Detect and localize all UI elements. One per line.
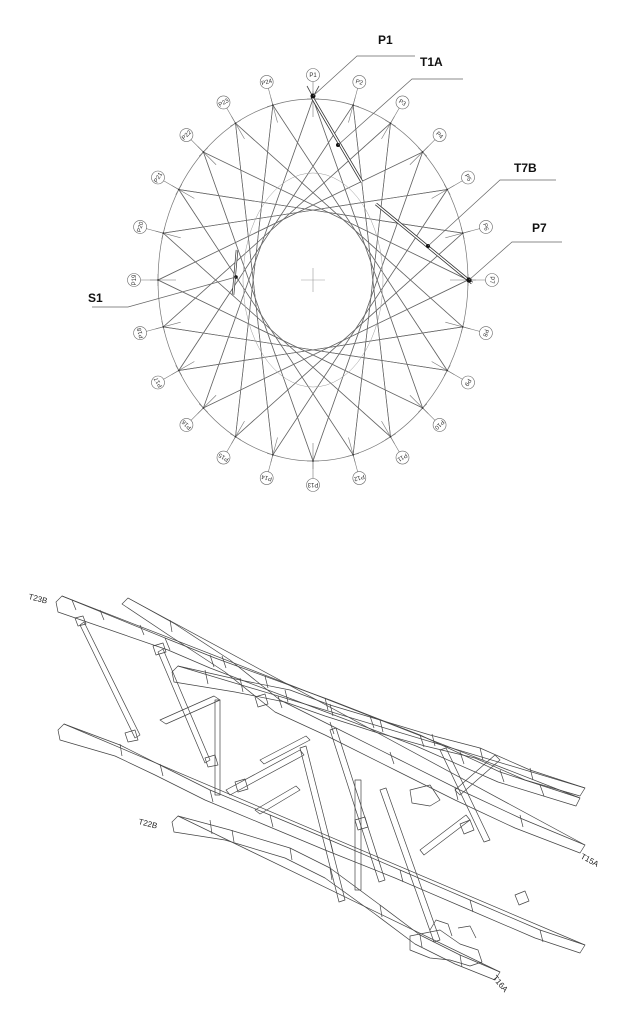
node-label-p1: P1 — [306, 68, 320, 82]
node-label-p14: P14 — [259, 471, 274, 485]
plan-view-diagram: P1P2P3P4P5P6P7P8P9P10P11P12P13P14P15P16P… — [88, 33, 562, 492]
svg-text:P1: P1 — [309, 73, 317, 79]
node-label-p2: P2 — [352, 75, 367, 89]
svg-text:P19: P19 — [132, 274, 138, 285]
node-t16a — [409, 919, 483, 967]
chord-top-t23b — [55, 595, 581, 807]
center-mark — [301, 268, 325, 292]
node-label-p19: P19 — [127, 273, 141, 287]
truss-members — [55, 595, 586, 981]
label-t15a: T15A — [579, 852, 601, 869]
node-label-p16: P16 — [179, 418, 194, 432]
inner-ellipse — [242, 172, 384, 388]
node-label-p11: P11 — [395, 450, 410, 465]
svg-text:P21: P21 — [154, 171, 165, 184]
chord-bottom-t22b — [171, 815, 501, 981]
svg-text:P17: P17 — [153, 375, 164, 388]
svg-text:T7B: T7B — [514, 161, 537, 175]
label-t22b: T22B — [138, 817, 159, 830]
callout-t1a: T1A — [337, 55, 463, 146]
node-label-p24: P24 — [259, 75, 274, 89]
callout-s1: S1 — [88, 276, 237, 308]
node-label-p7: P7 — [485, 273, 499, 287]
svg-text:P14: P14 — [260, 473, 273, 482]
web-members — [79, 621, 501, 943]
connector-blocks — [74, 615, 530, 906]
svg-text:P7: P7 — [532, 221, 547, 235]
svg-text:P11: P11 — [395, 452, 407, 463]
svg-text:P13: P13 — [307, 481, 318, 487]
svg-text:P2: P2 — [355, 79, 364, 87]
node-label-p15: P15 — [216, 450, 231, 465]
node-label-p4: P4 — [432, 128, 447, 142]
node-label-p9: P9 — [461, 375, 475, 390]
node-label-p3: P3 — [395, 95, 410, 110]
svg-text:P6: P6 — [481, 223, 489, 232]
node-label-p5: P5 — [461, 170, 475, 185]
node-label-p22: P22 — [179, 128, 193, 142]
highlighted-members — [231, 85, 473, 296]
svg-text:P20: P20 — [137, 221, 146, 234]
node-label-p23: P23 — [216, 95, 231, 110]
chord-cross-upper — [121, 597, 586, 854]
svg-text:P4: P4 — [434, 131, 444, 141]
callout-p1: P1 — [312, 33, 415, 97]
svg-text:P7: P7 — [488, 276, 494, 284]
label-t23b: T23B — [28, 592, 49, 605]
chord-lines — [157, 98, 469, 462]
node-label-p18: P18 — [133, 326, 147, 340]
svg-text:T1A: T1A — [420, 55, 443, 69]
node-label-p6: P6 — [479, 220, 493, 234]
callout-t7b: T7B — [427, 161, 556, 247]
svg-text:P8: P8 — [481, 328, 489, 337]
svg-text:P18: P18 — [137, 326, 146, 339]
svg-text:P23: P23 — [218, 98, 231, 109]
svg-text:P24: P24 — [261, 79, 274, 88]
node-label-p12: P12 — [353, 471, 367, 485]
svg-text:P9: P9 — [462, 377, 471, 387]
node-label-p20: P20 — [133, 220, 147, 234]
svg-text:P12: P12 — [353, 473, 366, 482]
callout-p7: P7 — [468, 221, 562, 281]
chord-middle — [171, 665, 586, 797]
svg-text:P3: P3 — [397, 99, 407, 108]
svg-text:P15: P15 — [217, 451, 230, 462]
node-label-p8: P8 — [479, 326, 493, 340]
svg-text:S1: S1 — [88, 291, 103, 305]
node-label-p17: P17 — [151, 375, 165, 390]
label-t16a: T16A — [490, 974, 510, 995]
node-label-p13: P13 — [306, 478, 320, 492]
node-label-p21: P21 — [151, 170, 165, 185]
svg-text:P5: P5 — [463, 173, 472, 183]
iso-labels: T23B T22B T15A T16A — [28, 592, 601, 994]
isometric-truss-view: T23B T22B T15A T16A — [28, 592, 601, 994]
svg-text:P1: P1 — [378, 33, 393, 47]
node-label-p10: P10 — [433, 418, 447, 432]
chord-lower-left — [57, 723, 586, 954]
